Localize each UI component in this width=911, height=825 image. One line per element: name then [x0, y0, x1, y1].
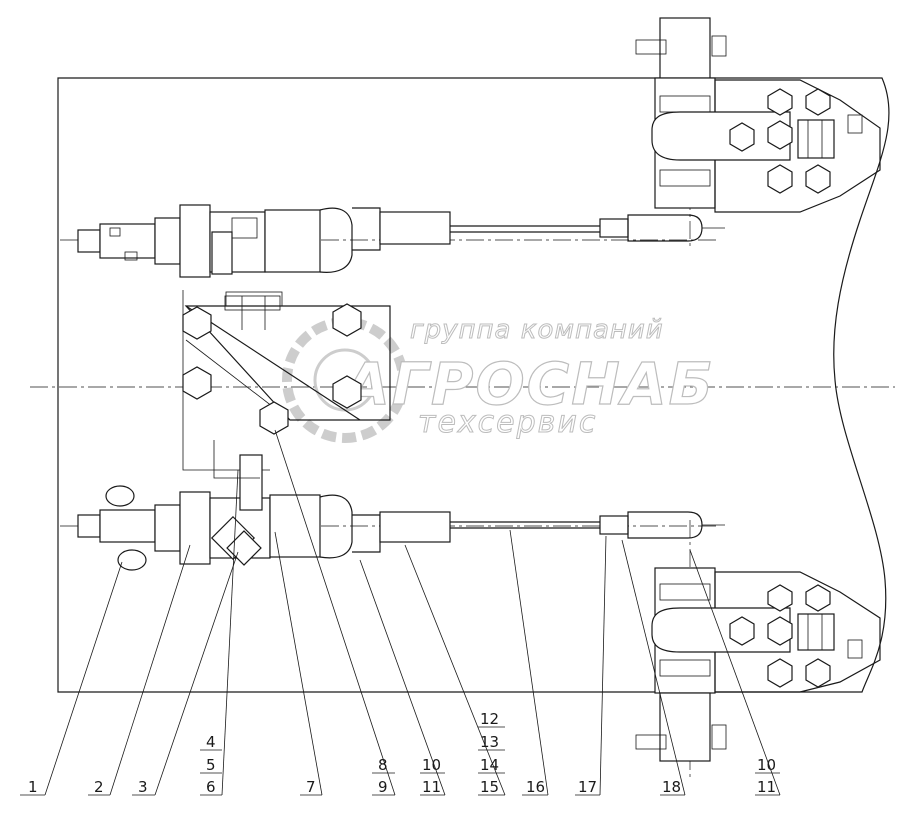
rods — [450, 214, 725, 539]
upper-brake-mechanism — [635, 17, 881, 213]
callout-1: 1 — [28, 778, 38, 796]
callout-12: 12 — [480, 710, 499, 728]
callout-17: 17 — [578, 778, 597, 796]
callout-8: 8 — [378, 756, 388, 774]
callout-6: 6 — [206, 778, 216, 796]
leader-lines — [20, 429, 781, 796]
callout-11-left: 11 — [422, 778, 441, 796]
callout-5: 5 — [206, 756, 216, 774]
upper-cylinder — [77, 204, 451, 307]
callout-3: 3 — [138, 778, 148, 796]
callout-18: 18 — [662, 778, 681, 796]
callout-10-left: 10 — [422, 756, 441, 774]
callout-9: 9 — [378, 778, 388, 796]
callout-4: 4 — [206, 733, 216, 751]
watermark-line2: АГРОСНАБ — [341, 350, 715, 418]
callout-7: 7 — [306, 778, 316, 796]
lower-brake-mechanism — [635, 567, 881, 762]
callout-15: 15 — [480, 778, 499, 796]
callout-13: 13 — [480, 733, 499, 751]
callout-14: 14 — [480, 756, 499, 774]
callout-11-right: 11 — [757, 778, 776, 796]
watermark-line1: группа компаний — [410, 315, 664, 345]
lower-cylinder — [77, 440, 451, 571]
callout-10-right: 10 — [757, 756, 776, 774]
callout-16: 16 — [526, 778, 545, 796]
callout-2: 2 — [94, 778, 104, 796]
frame-plate — [57, 77, 890, 693]
watermark-line3: техсервис — [418, 405, 597, 440]
